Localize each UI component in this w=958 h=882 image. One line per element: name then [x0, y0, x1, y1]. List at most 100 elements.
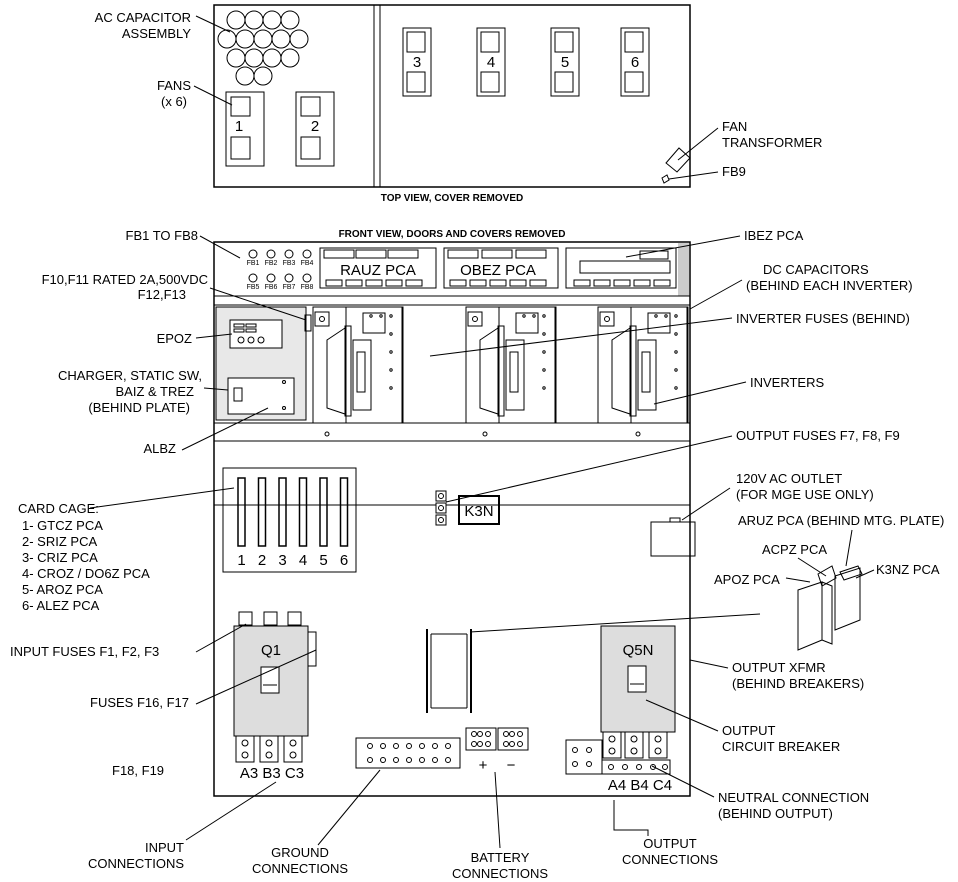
label-output-2: CONNECTIONS: [622, 852, 718, 867]
label-charger-3: (BEHIND PLATE): [88, 400, 190, 415]
terminal-screw: [654, 747, 662, 755]
terminal: [602, 731, 622, 759]
q5n-label: Q5N: [623, 642, 654, 659]
label-outlet-1: 120V AC OUTLET: [736, 471, 842, 486]
fan-3: 3: [402, 27, 432, 97]
label-albz: ALBZ: [143, 441, 176, 456]
label-inverters: INVERTERS: [750, 375, 824, 390]
capacitor-circle: [280, 48, 300, 68]
terminal: [259, 735, 279, 763]
input-fuses: [238, 611, 302, 626]
fan-transformer: [661, 147, 691, 184]
terminal-screw: [608, 735, 616, 743]
fan-4: 4: [476, 27, 506, 97]
label-fb9: FB9: [722, 164, 746, 179]
label-battery-2: CONNECTIONS: [452, 866, 548, 881]
fb-fuse-circle: [284, 273, 294, 283]
label-ibez: IBEZ PCA: [744, 228, 804, 243]
terminal: [624, 731, 644, 759]
terminal-screw: [608, 747, 616, 755]
card-item-4: 4- CROZ / DO6Z PCA: [22, 566, 150, 581]
fb-fuse-label: FB1: [247, 260, 260, 267]
fb-fuse-circle: [302, 273, 312, 283]
fan-5-number: 5: [561, 54, 569, 71]
fb-fuse-circle: [284, 249, 294, 259]
q1-label: Q1: [261, 642, 281, 659]
label-ground-1: GROUND: [271, 845, 329, 860]
card-slot-number: 2: [258, 552, 266, 569]
inverter-2: [465, 306, 557, 424]
card-slot-number: 6: [340, 552, 348, 569]
fb-fuse-label: FB7: [283, 284, 296, 291]
fb-fuse-circle: [266, 273, 276, 283]
ground-hole: [419, 743, 425, 749]
input-terminal-labels: A3 B3 C3: [240, 765, 304, 782]
top-view: 1 2 3 4 5: [213, 4, 691, 204]
battery-plus: +: [479, 757, 488, 774]
label-neutral-1: NEUTRAL CONNECTION: [718, 790, 869, 805]
label-k3nz: K3NZ PCA: [876, 562, 940, 577]
label-epoz: EPOZ: [157, 331, 192, 346]
label-fuses-f16: FUSES F16, F17: [90, 695, 189, 710]
battery-terminals: + −: [465, 727, 529, 774]
rauz-pca: RAUZ PCA: [319, 247, 437, 289]
charger-plate: [215, 306, 312, 421]
ac-capacitor-assembly: [217, 10, 309, 86]
label-apoz: APOZ PCA: [714, 572, 780, 587]
terminal: [648, 731, 668, 759]
ground-hole: [367, 743, 373, 749]
card-slot-number: 4: [299, 552, 307, 569]
label-input-fuses: INPUT FUSES F1, F2, F3: [10, 644, 159, 659]
card-item-3: 3- CRIZ PCA: [22, 550, 98, 565]
label-fan-transformer-1: FAN: [722, 119, 747, 134]
terminal-screw: [265, 751, 273, 759]
capacitor-circle: [280, 10, 300, 30]
ground-hole: [445, 757, 451, 763]
fb-fuse-label: FB3: [283, 260, 296, 267]
fan-2: 2: [295, 91, 335, 167]
card-slot: [278, 477, 287, 547]
top-view-cabinet: [213, 4, 691, 188]
fan-2-number: 2: [311, 118, 319, 135]
label-ground-2: CONNECTIONS: [252, 861, 348, 876]
aruz-pcas: [797, 565, 863, 651]
card-item-1: 1- GTCZ PCA: [22, 518, 103, 533]
terminal-screw: [289, 751, 297, 759]
terminal-screw: [630, 735, 638, 743]
ground-hole: [432, 757, 438, 763]
fan-6-number: 6: [631, 54, 639, 71]
fan-1: 1: [225, 91, 265, 167]
label-output-fuses: OUTPUT FUSES F7, F8, F9: [736, 428, 900, 443]
label-fb1-fb8: FB1 TO FB8: [126, 228, 199, 243]
label-dc-cap-1: DC CAPACITORS: [763, 262, 869, 277]
capacitor-circle: [253, 66, 273, 86]
terminal: [235, 735, 255, 763]
fan-4-number: 4: [487, 54, 495, 71]
battery-minus: −: [507, 757, 516, 774]
fb-fuse-circle: [248, 249, 258, 259]
label-ac-capacitor-2: ASSEMBLY: [122, 26, 191, 41]
terminal-screw: [241, 739, 249, 747]
fb-fuse-circle: [266, 249, 276, 259]
k3n-label: K3N: [464, 503, 493, 520]
inverter-1: [312, 306, 404, 424]
label-dc-cap-2: (BEHIND EACH INVERTER): [746, 278, 913, 293]
card-slot: [237, 477, 246, 547]
ground-hole: [406, 757, 412, 763]
fb-fuse-label: FB6: [265, 284, 278, 291]
ground-hole: [393, 743, 399, 749]
q5n-breaker: Q5N: [600, 625, 676, 733]
inverters-group: [312, 306, 689, 424]
ibez-pca: [565, 247, 677, 289]
neutral-block: [565, 739, 671, 775]
k3n-contactor: K3N: [458, 495, 500, 525]
capacitor-circle: [289, 29, 309, 49]
card-item-2: 2- SRIZ PCA: [22, 534, 97, 549]
label-f18: F18, F19: [112, 763, 164, 778]
ground-hole: [406, 743, 412, 749]
top-view-caption: TOP VIEW, COVER REMOVED: [381, 193, 523, 204]
output-terminal-labels: A4 B4 C4: [608, 777, 672, 794]
card-slot: [339, 477, 349, 547]
card-slot: [298, 477, 308, 547]
